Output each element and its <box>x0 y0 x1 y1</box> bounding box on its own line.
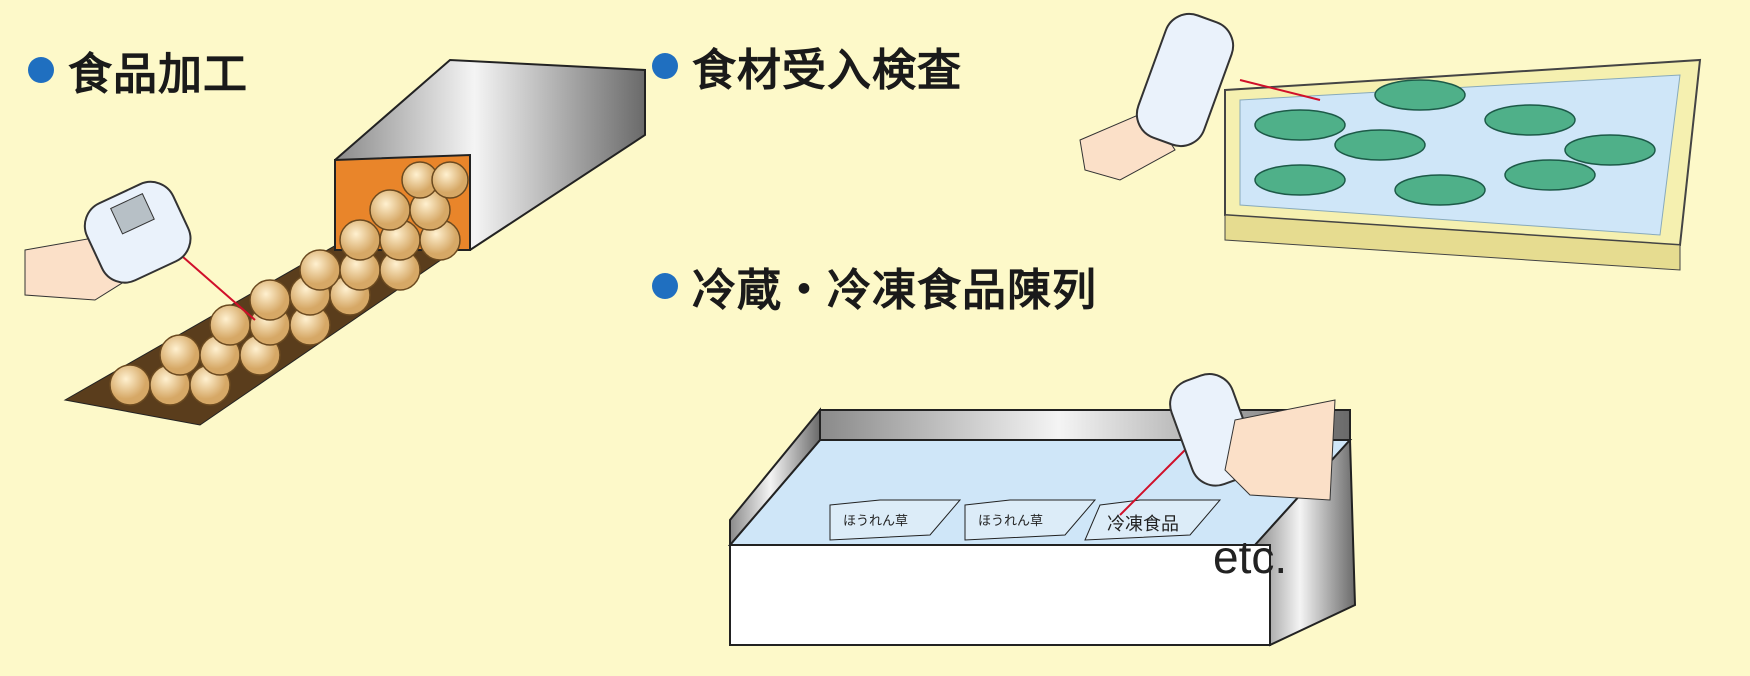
receiving-inspection-illustration <box>1079 12 1702 271</box>
svg-text:冷凍食品: 冷凍食品 <box>1107 514 1179 535</box>
bullet-icon <box>652 273 678 299</box>
heading-label: 冷蔵・冷凍食品陳列 <box>692 265 1097 316</box>
section-heading-receiving-inspection: 食材受入検査 <box>652 34 962 98</box>
package-spinach-1: ほうれん草 <box>829 499 962 541</box>
thermometer <box>83 180 192 284</box>
heading-label: 食材受入検査 <box>692 45 962 96</box>
etc-label: etc. <box>1213 531 1288 583</box>
heading-label: 食品加工 <box>68 49 248 100</box>
freezer-front <box>729 544 1271 646</box>
svg-text:ほうれん草: ほうれん草 <box>843 514 908 529</box>
svg-text:ほうれん草: ほうれん草 <box>978 514 1043 529</box>
section-heading-food-processing: 食品加工 <box>28 38 248 102</box>
fish <box>1254 79 1656 206</box>
bullet-icon <box>652 53 678 79</box>
section-heading-frozen-display: 冷蔵・冷凍食品陳列 <box>652 254 1097 318</box>
freezer-display-illustration: ほうれん草 ほうれん草 冷凍食品 <box>727 373 1357 647</box>
bullet-icon <box>28 57 54 83</box>
food-processing-illustration <box>24 58 646 426</box>
buns <box>109 161 469 406</box>
package-spinach-2: ほうれん草 <box>964 499 1097 541</box>
